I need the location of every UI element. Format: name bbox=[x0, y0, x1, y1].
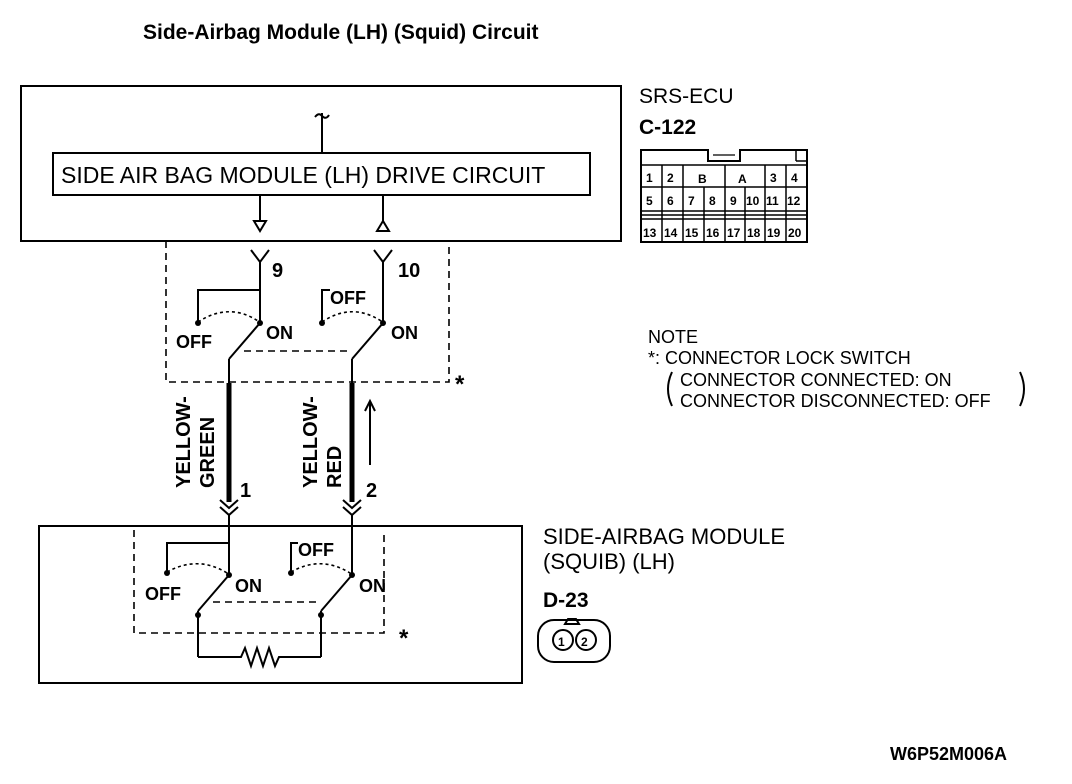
module-lock-switch-outline bbox=[133, 530, 385, 634]
wire-color-label: RED bbox=[324, 446, 346, 488]
ecu-switch-left-blade bbox=[228, 322, 261, 360]
switch-off-label: OFF bbox=[330, 288, 366, 308]
connector-pin: B bbox=[698, 172, 707, 186]
contact-dot bbox=[318, 612, 324, 618]
switch-travel-arc bbox=[290, 563, 351, 574]
wire-pin-1-label: 1 bbox=[240, 480, 251, 502]
module-switch-left-blade bbox=[197, 574, 230, 612]
drive-circuit-box bbox=[52, 152, 591, 196]
wire-color-label: YELLOW- bbox=[173, 396, 195, 488]
connector-pin: 19 bbox=[767, 226, 781, 240]
switch-off-label: OFF bbox=[176, 332, 212, 352]
module-switch-right-short-bar bbox=[290, 542, 298, 573]
note-asterisk-line: *: CONNECTOR LOCK SWITCH bbox=[648, 348, 911, 368]
connector-pin: 17 bbox=[727, 226, 741, 240]
note-heading: NOTE bbox=[648, 327, 698, 347]
ecu-lock-switch-outline bbox=[165, 241, 450, 383]
note-open-paren bbox=[667, 371, 673, 407]
connector-pin: 4 bbox=[791, 171, 798, 185]
note-close-paren bbox=[1019, 371, 1025, 407]
connector-pin: 14 bbox=[664, 226, 678, 240]
connector-pin: 2 bbox=[667, 171, 674, 185]
connector-pin: 9 bbox=[730, 194, 737, 208]
module-connector-face: 1 2 bbox=[537, 618, 611, 663]
switch-on-label: ON bbox=[266, 323, 293, 343]
switch-travel-arc bbox=[197, 311, 259, 323]
switch-travel-arc bbox=[321, 311, 382, 323]
module-switch-left-short-bar bbox=[166, 542, 229, 573]
connector-pin: 10 bbox=[746, 194, 760, 208]
contact-dot bbox=[195, 612, 201, 618]
connector-pin: A bbox=[738, 172, 747, 186]
connector-pin: 5 bbox=[646, 194, 653, 208]
switch-on-label: ON bbox=[391, 323, 418, 343]
connector-pin: 20 bbox=[788, 226, 802, 240]
switch-travel-arc bbox=[166, 563, 228, 574]
terminal-10-symbol bbox=[373, 249, 393, 264]
switch-off-label: OFF bbox=[145, 584, 181, 604]
diagram-title: Side-Airbag Module (LH) (Squid) Circuit bbox=[143, 21, 538, 44]
connector-pin: 16 bbox=[706, 226, 720, 240]
module-connector-id: D-23 bbox=[543, 589, 589, 612]
switch-on-label: ON bbox=[359, 576, 386, 596]
ecu-connector-pin-labels: 1 2 B A 3 4 5 6 7 8 9 10 11 12 13 14 15 … bbox=[643, 171, 802, 240]
connector-1-chevrons bbox=[219, 499, 239, 517]
wire-color-label: YELLOW- bbox=[300, 396, 322, 488]
switch-off-label: OFF bbox=[298, 540, 334, 560]
connector-2-chevrons bbox=[342, 499, 362, 517]
note-line-connected: CONNECTOR CONNECTED: ON bbox=[680, 370, 952, 390]
connector-pin: 11 bbox=[766, 194, 779, 208]
figure-code: W6P52M006A bbox=[890, 744, 1007, 764]
switch-on-label: ON bbox=[235, 576, 262, 596]
connector-pin: 2 bbox=[581, 635, 588, 649]
connector-pin: 3 bbox=[770, 171, 777, 185]
current-direction-arrow bbox=[364, 398, 376, 465]
wire-pin-2-label: 2 bbox=[366, 480, 377, 502]
airbag-module-box bbox=[38, 525, 523, 684]
output-triangle-symbol bbox=[252, 220, 268, 233]
module-name-line2: (SQUIB) (LH) bbox=[543, 549, 675, 574]
terminal-10-label: 10 bbox=[398, 260, 420, 282]
lock-switch-asterisk: * bbox=[399, 625, 409, 652]
lock-switch-asterisk: * bbox=[455, 371, 465, 398]
connector-pin: 12 bbox=[787, 194, 801, 208]
module-switch-right-blade bbox=[320, 574, 353, 612]
connector-pin: 1 bbox=[558, 635, 565, 649]
ecu-name: SRS-ECU bbox=[639, 85, 734, 108]
ecu-switch-right-short-bar bbox=[321, 289, 330, 323]
terminal-9-symbol bbox=[250, 249, 270, 264]
power-tilde-symbol bbox=[314, 113, 330, 119]
connector-pin: 1 bbox=[646, 171, 653, 185]
ecu-connector-id: C-122 bbox=[639, 116, 696, 139]
squib-resistor-icon bbox=[198, 644, 321, 670]
wire-left-color: YELLOW- GREEN bbox=[173, 396, 219, 488]
input-triangle-symbol bbox=[375, 219, 391, 232]
ecu-box bbox=[20, 85, 622, 242]
module-name-line1: SIDE-AIRBAG MODULE bbox=[543, 524, 785, 549]
terminal-9-label: 9 bbox=[272, 260, 283, 282]
connector-pin: 13 bbox=[643, 226, 657, 240]
ecu-switch-left-short-bar bbox=[197, 289, 260, 323]
connector-pin: 7 bbox=[688, 194, 695, 208]
connector-pin: 15 bbox=[685, 226, 699, 240]
drive-circuit-label: SIDE AIR BAG MODULE (LH) DRIVE CIRCUIT bbox=[61, 162, 545, 188]
note-line-disconnected: CONNECTOR DISCONNECTED: OFF bbox=[680, 391, 991, 411]
ecu-switch-right-blade bbox=[351, 322, 384, 360]
connector-pin: 8 bbox=[709, 194, 716, 208]
wire-color-label: GREEN bbox=[197, 417, 219, 488]
wire-right-color: YELLOW- RED bbox=[300, 396, 346, 488]
connector-pin: 18 bbox=[747, 226, 761, 240]
ecu-connector-face bbox=[640, 149, 808, 243]
connector-pin: 6 bbox=[667, 194, 674, 208]
